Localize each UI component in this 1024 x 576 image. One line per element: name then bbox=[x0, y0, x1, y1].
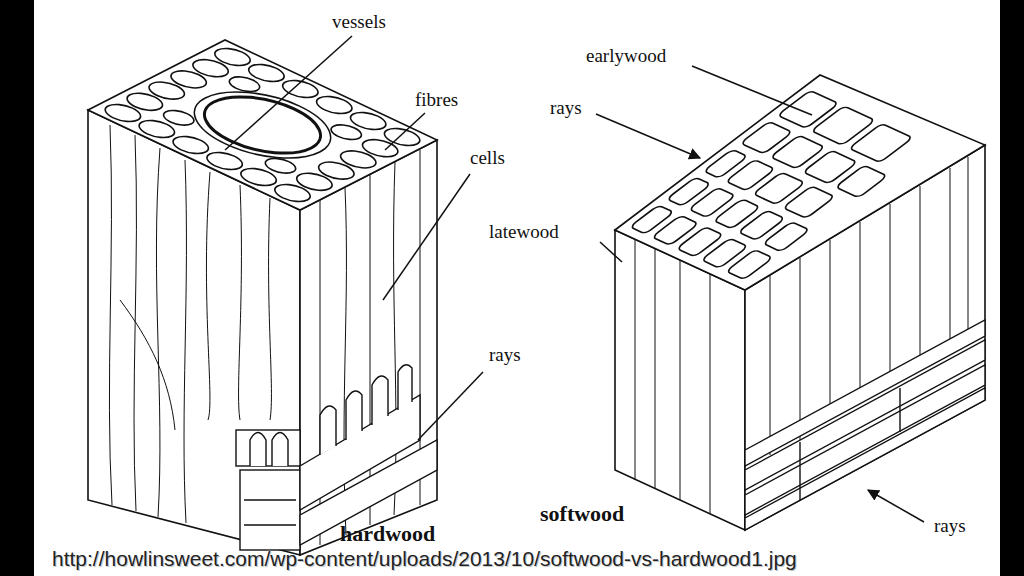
part-label: rays bbox=[487, 345, 523, 366]
softwood-block bbox=[615, 75, 985, 530]
leader-arrow bbox=[596, 114, 700, 158]
leader-line bbox=[385, 113, 425, 150]
part-label: latewood bbox=[487, 222, 561, 243]
leader-line bbox=[600, 242, 622, 262]
source-url: http://howlinsweet.com/wp-content/upload… bbox=[52, 547, 797, 570]
block-title: hardwood bbox=[338, 522, 437, 546]
side-bar bbox=[0, 0, 34, 576]
block-title: softwood bbox=[538, 502, 626, 526]
part-label: rays bbox=[932, 516, 968, 537]
leader-line bbox=[418, 372, 483, 440]
side-bar bbox=[1000, 0, 1024, 576]
part-label: rays bbox=[548, 98, 584, 119]
leader-arrow bbox=[868, 490, 924, 522]
part-label: cells bbox=[468, 148, 507, 169]
leader-line bbox=[383, 174, 470, 300]
part-label: fibres bbox=[413, 90, 460, 111]
leader-line bbox=[225, 36, 352, 150]
part-label: earlywood bbox=[584, 46, 668, 67]
leader-line bbox=[692, 66, 812, 115]
part-label: vessels bbox=[330, 12, 388, 33]
leader-lines bbox=[225, 36, 924, 522]
